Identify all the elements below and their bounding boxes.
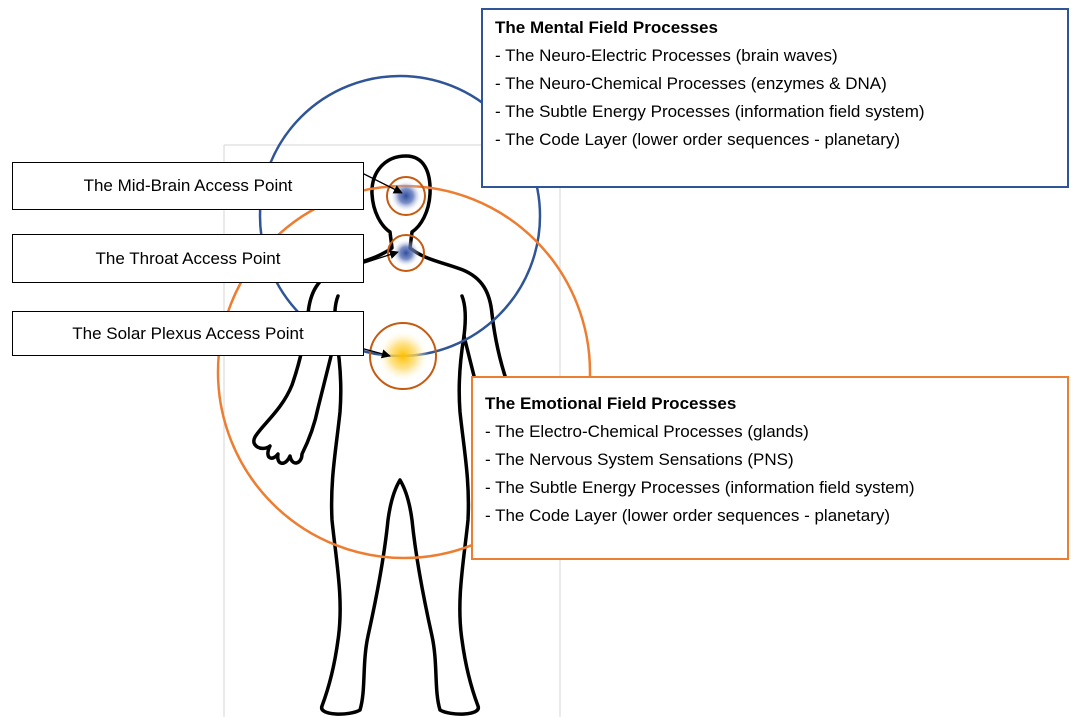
emotional-item-nervous-system: - The Nervous System Sensations (PNS) <box>485 450 794 469</box>
mid-brain-label: The Mid-Brain Access Point <box>83 176 293 195</box>
mental-field-box: The Mental Field Processes - The Neuro-E… <box>481 8 1069 188</box>
solar-plexus-label-box: The Solar Plexus Access Point <box>12 311 364 356</box>
throat-label: The Throat Access Point <box>95 248 281 268</box>
emotional-field-title: The Emotional Field Processes <box>485 394 737 413</box>
emotional-item-subtle-energy: - The Subtle Energy Processes (informati… <box>485 478 915 497</box>
mental-item-neuro-chemical: - The Neuro-Chemical Processes (enzymes … <box>495 74 887 93</box>
mid-brain-point-glow <box>390 180 422 212</box>
mental-item-subtle-energy: - The Subtle Energy Processes (informati… <box>495 102 925 121</box>
throat-point-ring <box>387 234 425 272</box>
throat-point-glow <box>392 239 420 267</box>
emotional-item-electro-chemical: - The Electro-Chemical Processes (glands… <box>485 422 809 441</box>
solar-plexus-label: The Solar Plexus Access Point <box>72 323 304 343</box>
emotional-field-box: The Emotional Field Processes - The Elec… <box>471 376 1069 560</box>
mid-brain-point-ring <box>386 176 426 216</box>
mental-item-code-layer: - The Code Layer (lower order sequences … <box>495 130 901 149</box>
right-arm-inner-line <box>460 294 468 338</box>
solar-plexus-point-ring <box>369 322 437 390</box>
emotional-item-code-layer: - The Code Layer (lower order sequences … <box>485 506 891 525</box>
mental-field-title: The Mental Field Processes <box>495 18 718 37</box>
throat-label-box: The Throat Access Point <box>12 234 364 283</box>
mental-item-neuro-electric: - The Neuro-Electric Processes (brain wa… <box>495 46 838 65</box>
solar-plexus-point-glow <box>377 330 429 382</box>
mid-brain-label-box: The Mid-Brain Access Point <box>12 162 364 210</box>
